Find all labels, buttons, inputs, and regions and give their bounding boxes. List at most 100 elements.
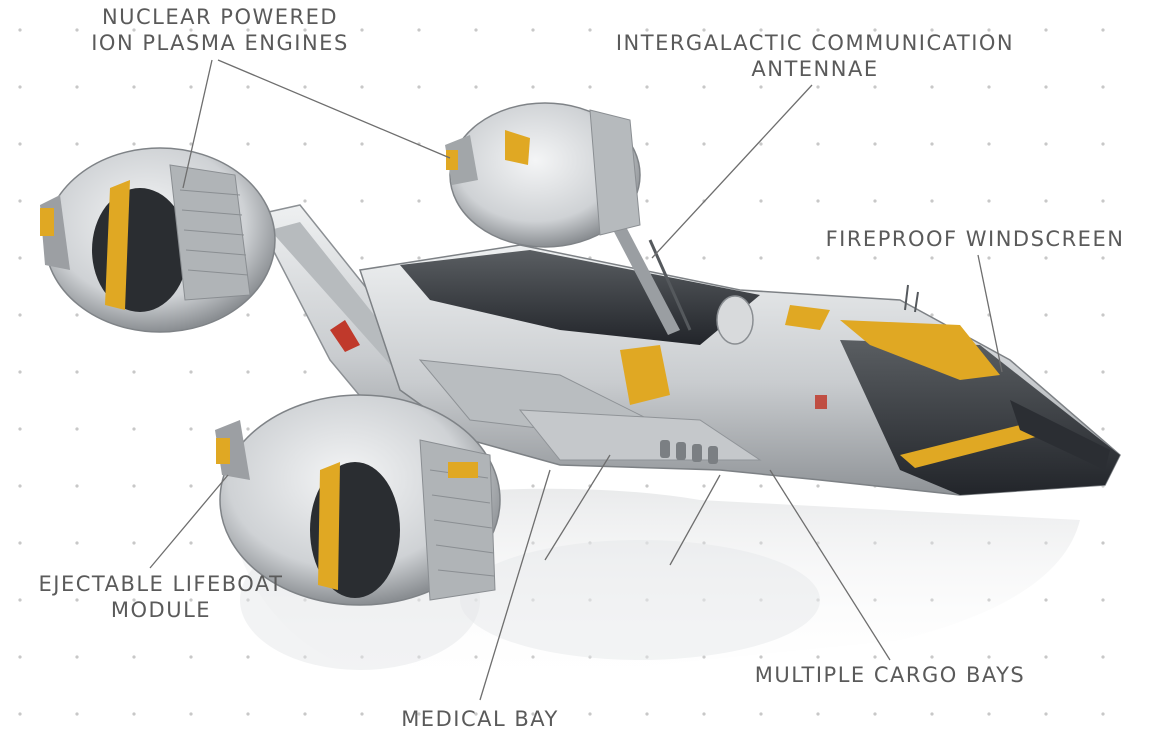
grid-dot <box>759 142 763 146</box>
grid-dot <box>303 370 307 374</box>
grid-dot <box>987 199 991 203</box>
leader-lines <box>149 59 1003 701</box>
grid-dot <box>132 598 136 602</box>
leader-line-antennae <box>651 84 813 259</box>
leader-line-engines-1 <box>182 59 213 189</box>
label-cargo-bays: MULTIPLE CARGO BAYS <box>730 662 1050 688</box>
grid-dot <box>759 85 763 89</box>
grid-dot <box>189 655 193 659</box>
grid-dot <box>303 28 307 32</box>
grid-dot <box>759 484 763 488</box>
grid-dot <box>987 85 991 89</box>
label-line: MODULE <box>110 598 212 622</box>
grid-dot <box>417 199 421 203</box>
grid-dot <box>360 199 364 203</box>
grid-dot <box>987 712 991 716</box>
grid-dot <box>132 541 136 545</box>
grid-dot <box>1044 199 1048 203</box>
grid-dot <box>930 199 934 203</box>
grid-dot <box>132 427 136 431</box>
grid-dot <box>360 712 364 716</box>
leader-line-medical-2 <box>544 454 611 561</box>
grid-dot <box>132 28 136 32</box>
grid-dot <box>588 712 592 716</box>
grid-dot <box>75 655 79 659</box>
label-line: INTERGALACTIC COMMUNICATION <box>615 31 1015 55</box>
grid-dot <box>873 256 877 260</box>
grid-dot <box>246 313 250 317</box>
grid-dot <box>132 85 136 89</box>
grid-dot <box>18 655 22 659</box>
label-ion-plasma-engines: NUCLEAR POWERED ION PLASMA ENGINES <box>70 4 370 56</box>
grid-dot <box>1101 712 1105 716</box>
grid-dot <box>189 28 193 32</box>
grid-dot <box>303 712 307 716</box>
grid-dot <box>1101 370 1105 374</box>
grid-dot <box>531 85 535 89</box>
grid-dot <box>1101 256 1105 260</box>
grid-dot <box>930 313 934 317</box>
grid-dot <box>132 142 136 146</box>
grid-dot <box>18 712 22 716</box>
grid-dot <box>873 142 877 146</box>
grid-dot <box>645 28 649 32</box>
grid-dot <box>1101 142 1105 146</box>
grid-dot <box>987 28 991 32</box>
grid-dot <box>474 85 478 89</box>
grid-dot <box>417 256 421 260</box>
grid-dot <box>360 256 364 260</box>
grid-dot <box>75 712 79 716</box>
grid-dot <box>75 313 79 317</box>
grid-dot <box>474 28 478 32</box>
leader-line-engines-2 <box>217 59 451 159</box>
grid-dot <box>1101 199 1105 203</box>
grid-dot <box>18 484 22 488</box>
grid-dot <box>360 85 364 89</box>
grid-dot <box>360 28 364 32</box>
label-line: ANTENNAE <box>751 57 879 81</box>
grid-dot <box>474 712 478 716</box>
grid-dot <box>189 598 193 602</box>
grid-dot <box>189 142 193 146</box>
grid-dot <box>930 655 934 659</box>
grid-dot <box>75 427 79 431</box>
grid-dot <box>18 541 22 545</box>
grid-dot <box>702 142 706 146</box>
engine-lower-left <box>215 394 501 606</box>
engine-upper-right <box>445 102 641 248</box>
grid-dot <box>702 484 706 488</box>
grid-dot <box>132 655 136 659</box>
spaceship <box>40 102 1121 606</box>
grid-dot <box>645 484 649 488</box>
grid-dot <box>189 712 193 716</box>
grid-dot <box>987 142 991 146</box>
grid-dot <box>1044 313 1048 317</box>
grid-dot <box>1044 712 1048 716</box>
grid-dot <box>816 199 820 203</box>
label-communication-antennae: INTERGALACTIC COMMUNICATION ANTENNAE <box>580 30 1050 82</box>
grid-dot <box>189 427 193 431</box>
grid-dot <box>132 484 136 488</box>
grid-dot <box>75 85 79 89</box>
grid-dot <box>816 28 820 32</box>
grid-dot <box>1101 313 1105 317</box>
grid-dot <box>930 85 934 89</box>
grid-dot <box>246 28 250 32</box>
grid-dot <box>246 712 250 716</box>
grid-dot <box>303 85 307 89</box>
grid-dot <box>303 142 307 146</box>
grid-dot <box>18 256 22 260</box>
grid-dot <box>930 256 934 260</box>
grid-dot <box>18 370 22 374</box>
grid-dot <box>645 199 649 203</box>
grid-dot <box>759 712 763 716</box>
grid-dot <box>18 199 22 203</box>
label-medical-bay: MEDICAL BAY <box>380 706 580 732</box>
grid-dot <box>645 85 649 89</box>
grid-dot <box>246 598 250 602</box>
label-line: MEDICAL BAY <box>401 707 559 731</box>
grid-dot <box>75 541 79 545</box>
grid-dot <box>531 28 535 32</box>
grid-dot <box>987 256 991 260</box>
